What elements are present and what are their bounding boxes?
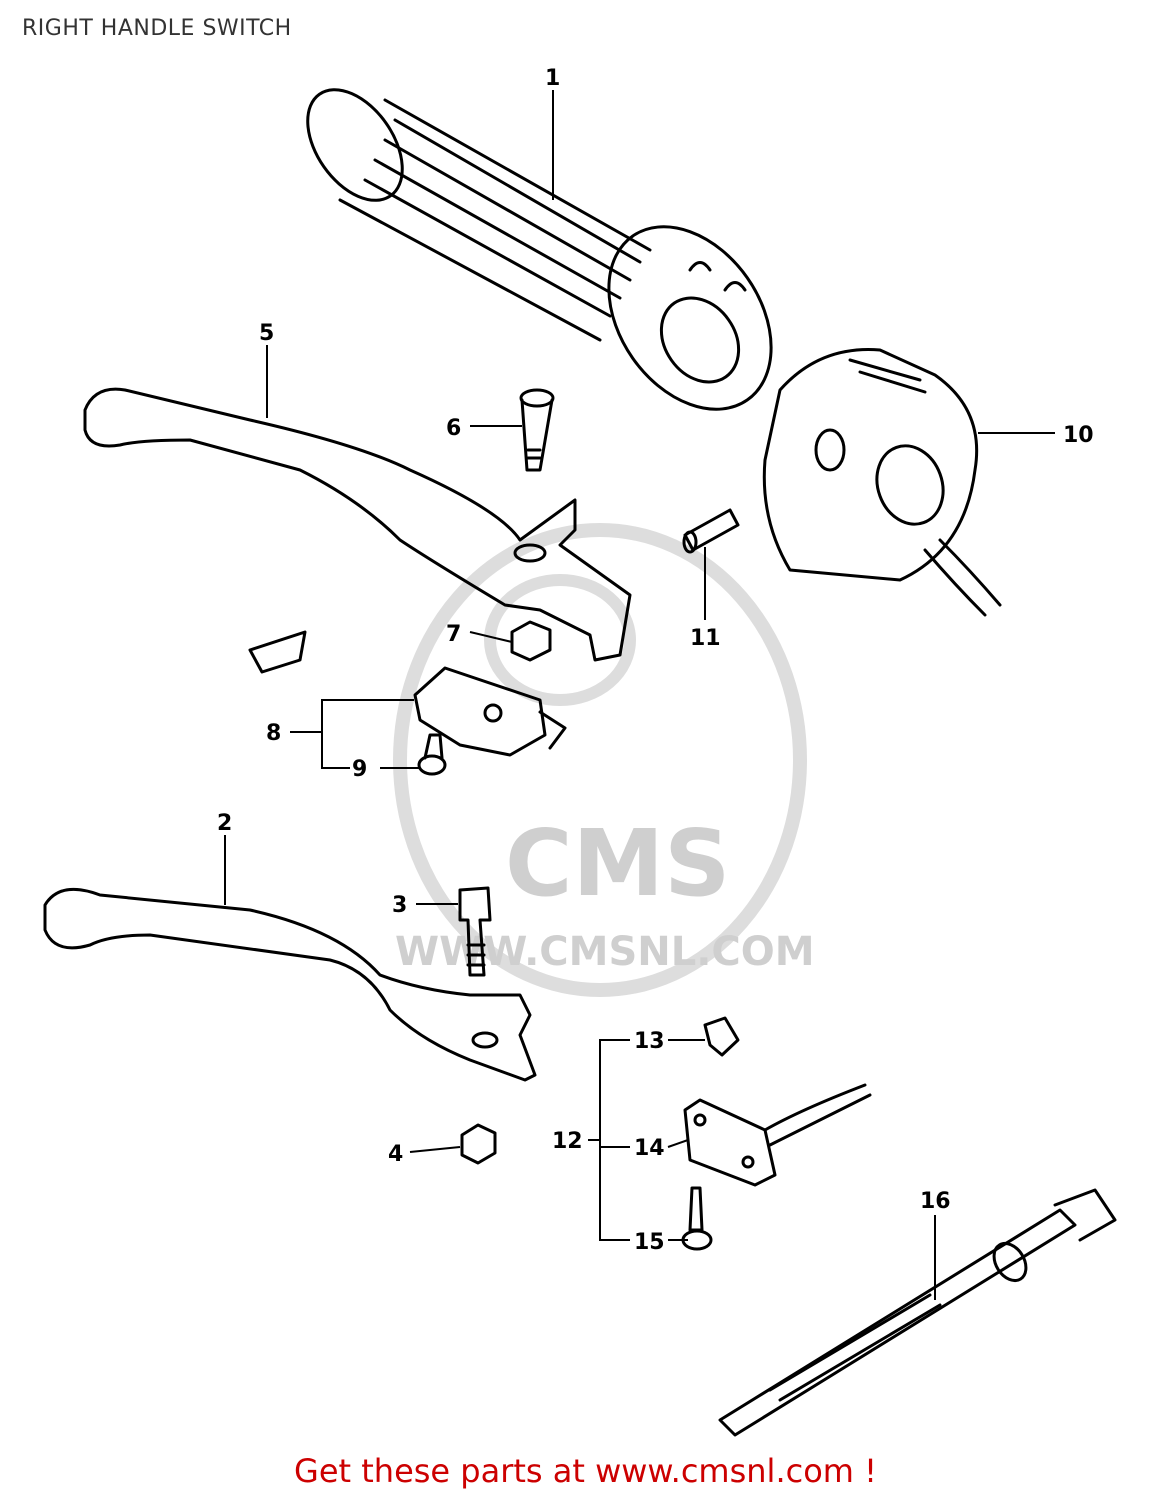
callout-16: 16 <box>920 1189 951 1214</box>
nut-7 <box>510 620 552 662</box>
cable-tie-16 <box>718 1188 1117 1437</box>
callout-7: 7 <box>446 622 461 647</box>
callout-2: 2 <box>217 811 232 836</box>
callout-11: 11 <box>690 626 721 651</box>
callout-9: 9 <box>352 757 367 782</box>
screw-11 <box>682 508 740 554</box>
brake-lever-2 <box>43 887 537 1082</box>
callout-12: 12 <box>552 1129 583 1154</box>
switch-14 <box>683 1083 872 1187</box>
callout-1: 1 <box>545 66 560 91</box>
clip-13 <box>703 1016 740 1057</box>
nut-4 <box>460 1123 497 1165</box>
callout-15: 15 <box>634 1230 665 1255</box>
watermark-brand: CMS <box>505 810 730 917</box>
footer-link-text[interactable]: Get these parts at www.cmsnl.com ! <box>294 1452 877 1490</box>
page-title: RIGHT HANDLE SWITCH <box>22 16 292 41</box>
callout-8: 8 <box>266 721 281 746</box>
throttle-grip <box>306 88 773 411</box>
callout-3: 3 <box>392 893 407 918</box>
leader-lines <box>224 90 1055 1300</box>
callout-5: 5 <box>259 321 274 346</box>
callout-4: 4 <box>388 1142 403 1167</box>
callout-13: 13 <box>634 1029 665 1054</box>
callout-10: 10 <box>1063 423 1094 448</box>
front-arrow-icon <box>248 630 307 674</box>
stop-switch-8 <box>413 666 567 757</box>
switch-housing <box>762 348 1002 617</box>
brake-lever-5 <box>83 387 632 662</box>
watermark-url: WWW.CMSNL.COM <box>395 929 815 975</box>
bolt-3 <box>458 886 492 977</box>
screw-9 <box>417 733 447 776</box>
pivot-bolt-6 <box>519 388 555 472</box>
watermark: CMS WWW.CMSNL.COM <box>393 523 815 997</box>
callout-14: 14 <box>634 1136 665 1161</box>
callout-6: 6 <box>446 416 461 441</box>
callout-labels: 1 5 6 10 11 7 8 9 2 3 4 12 13 14 15 16 <box>217 66 1094 1255</box>
